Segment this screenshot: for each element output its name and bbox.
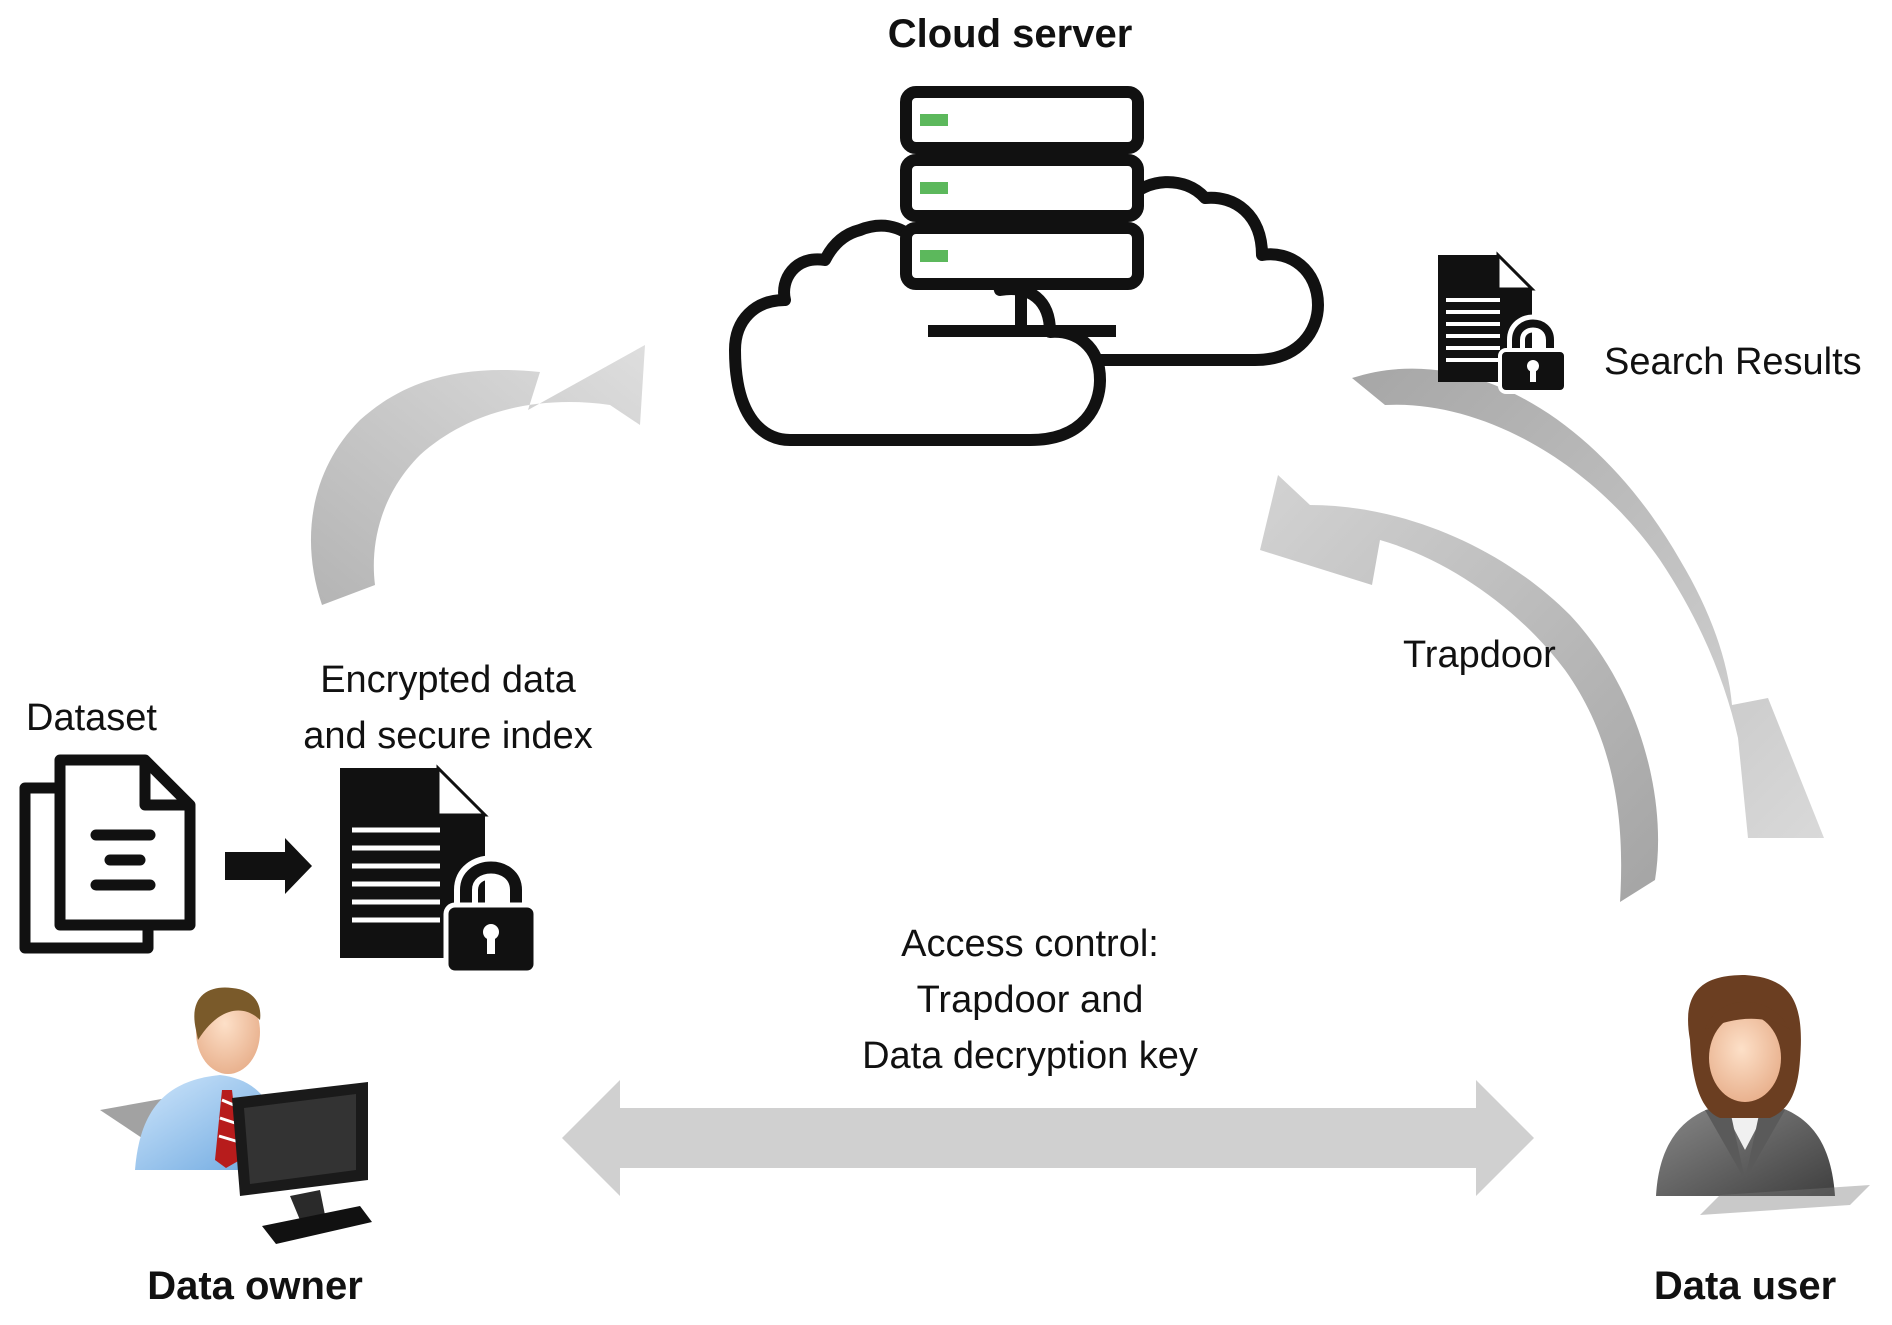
encrypted-data-label: Encrypted data and secure index [268,652,628,764]
encrypted-document-icon [340,764,539,976]
search-results-label: Search Results [1604,341,1862,383]
lock-icon [1498,314,1568,394]
search-results-document-icon [1438,251,1568,394]
server-led-1 [920,114,948,126]
access-control-line-3: Data decryption key [862,1035,1198,1077]
server-led-3 [920,250,948,262]
cloud-server-label: Cloud server [887,12,1133,56]
access-control-label: Access control: Trapdoor and Data decryp… [800,916,1260,1084]
encrypted-data-line-2: and secure index [303,715,593,757]
upload-arrow [310,345,645,605]
dataset-text-lines [90,829,156,891]
access-control-line-1: Access control: [901,923,1159,965]
server-led-2 [920,182,948,194]
lock-icon [443,855,539,976]
trapdoor-label: Trapdoor [1403,634,1556,676]
server-rack-icon [900,86,1144,337]
businesswoman-icon [1656,975,1870,1215]
dataset-document-icon [19,754,196,954]
data-owner-label: Data owner [147,1264,363,1308]
trapdoor-arrow [1260,475,1659,902]
access-control-arrow [562,1080,1534,1196]
monitor-icon [232,1082,372,1244]
businessman-at-computer-icon [100,987,372,1244]
encrypted-data-line-1: Encrypted data [320,659,576,701]
search-results-arrow [1352,368,1824,838]
dataset-label: Dataset [26,697,157,739]
access-control-line-2: Trapdoor and [916,979,1144,1021]
cloud-icon [729,176,1324,446]
data-user-label: Data user [1653,1264,1837,1308]
encrypt-arrow [225,838,312,894]
